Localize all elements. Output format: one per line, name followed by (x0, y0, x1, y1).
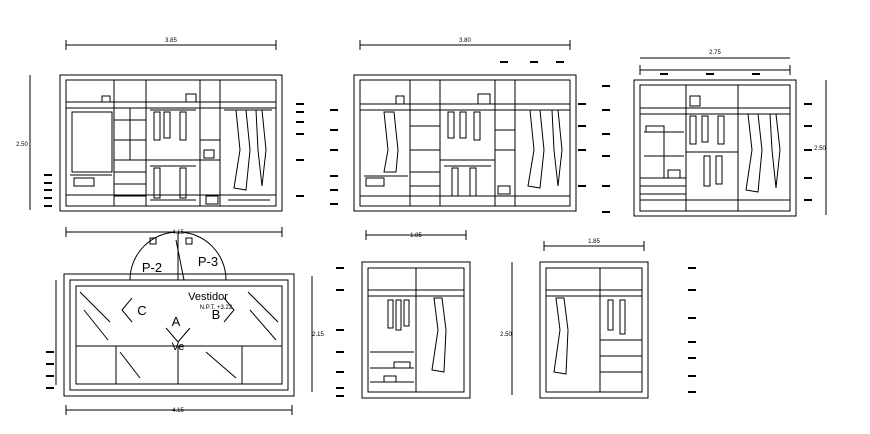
dimension-ticks-bottom (46, 267, 696, 397)
mark-c: C (137, 303, 146, 318)
mark-b: B (212, 307, 221, 322)
mark-a: A (172, 314, 181, 329)
elev5-width-label: 1.85 (588, 239, 600, 245)
plan-height-label: 2.15 (312, 332, 324, 338)
elevation-3: 2.75 2.50 (633, 50, 827, 217)
elev-height-label-right: 2.50 (814, 146, 826, 152)
elev-height-label-left: 2.50 (16, 142, 28, 148)
door-label-p3: P-3 (198, 254, 218, 269)
elevation-5: 1.85 (539, 239, 649, 399)
floor-plan: 4.15 4.15 2.15 P-2 P-3 Vestidor N.P.T. +… (55, 227, 324, 415)
elev3-width-label: 2.75 (709, 50, 721, 56)
dimension-ticks (44, 61, 812, 213)
elev2-width-label: 3.80 (459, 38, 471, 44)
elevation-2: 3.80 (353, 38, 577, 212)
mark-ve: Ve (172, 341, 185, 353)
room-title: Vestidor (188, 291, 228, 303)
elevation-1: 3.85 2.50 (16, 38, 283, 212)
elev4-height-label: 2.50 (500, 332, 512, 338)
plan-bottom-width-label: 4.15 (172, 408, 184, 414)
floor-level: N.P.T. +3.22 (200, 305, 233, 311)
elev4-width-label: 1.85 (410, 233, 422, 239)
elevation-4: 1.85 2.50 (361, 230, 513, 399)
door-label-p2: P-2 (142, 260, 162, 275)
elev1-width-label: 3.85 (165, 38, 177, 44)
